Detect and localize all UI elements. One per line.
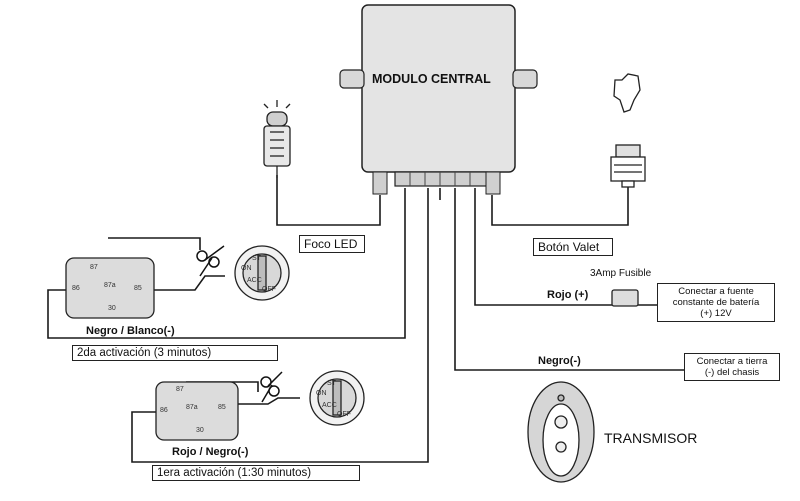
valet-label: Botón Valet: [533, 238, 613, 256]
wire-relay2-out: [154, 275, 225, 291]
led-label: Foco LED: [299, 235, 365, 253]
relay2-wire-label: Negro / Blanco(-): [86, 325, 175, 337]
ignition-switch-2: [234, 245, 290, 301]
relay1-wire-label: Rojo / Negro(-): [172, 446, 249, 458]
scissors-icon-2: [196, 245, 225, 277]
ign1-mark-on: ON: [316, 390, 327, 397]
wire-led: [276, 175, 381, 226]
ground-note: Conectar a tierra (-) del chasis: [684, 353, 780, 381]
relay1-pin-30: 30: [196, 427, 204, 434]
relay2-pin-87a: 87a: [104, 282, 116, 289]
ign1-mark-off: OFF: [337, 411, 351, 418]
relay2-pin-87: 87: [90, 264, 98, 271]
wire-ground: [454, 188, 684, 371]
relay1-pin-86: 86: [160, 407, 168, 414]
fuse-label: 3Amp Fusible: [590, 268, 652, 279]
ign2-mark-off: OFF: [262, 286, 276, 293]
led-bulb-drawing: [263, 100, 291, 178]
activation-second: 2da activación (3 minutos): [72, 345, 278, 361]
relay1-pin-85: 85: [218, 404, 226, 411]
wire-red: [474, 188, 612, 306]
ign2-mark-acc: ACC: [247, 277, 262, 284]
relay1-pin-87a: 87a: [186, 404, 198, 411]
fuse-drawing: [611, 289, 639, 307]
ign1-mark-st: ST: [327, 380, 336, 387]
power-note-line-2: constante de batería: [672, 297, 760, 308]
wire-relay1-main: [131, 188, 429, 463]
power-note: Conectar a fuente constante de batería (…: [657, 283, 775, 322]
relay1-pin-87: 87: [176, 386, 184, 393]
relay2-pin-85: 85: [134, 285, 142, 292]
valet-button-drawing: [610, 73, 646, 188]
relay1-body: [155, 381, 239, 441]
relay2-body: [65, 257, 155, 319]
ground-note-line-1: Conectar a tierra: [696, 356, 768, 367]
wire-relay1-out: [238, 397, 300, 405]
transmitter-drawing: [527, 381, 595, 483]
wire-valet: [491, 185, 629, 226]
scissors-icon-1: [260, 371, 283, 403]
power-note-line-1: Conectar a fuente: [678, 286, 754, 297]
transmitter-label: TRANSMISOR: [604, 430, 698, 446]
module-central-box: [339, 4, 538, 195]
ign2-mark-on: ON: [241, 265, 252, 272]
ignition-switch-1: [309, 370, 365, 426]
ign1-mark-acc: ACC: [322, 402, 337, 409]
wire-red-label: Rojo (+): [547, 289, 589, 301]
wire-ground-label: Negro(-): [538, 355, 581, 367]
ground-note-line-2: (-) del chasis: [704, 367, 760, 378]
relay2-pin-30: 30: [108, 305, 116, 312]
wire-relay2-top: [108, 237, 201, 250]
activation-first: 1era activación (1:30 minutos): [152, 465, 360, 481]
wire-relay2-main: [47, 188, 406, 339]
relay2-pin-86: 86: [72, 285, 80, 292]
ign2-mark-st: ST: [252, 255, 261, 262]
power-note-line-3: (+) 12V: [700, 308, 732, 319]
module-title: MODULO CENTRAL: [372, 72, 491, 86]
